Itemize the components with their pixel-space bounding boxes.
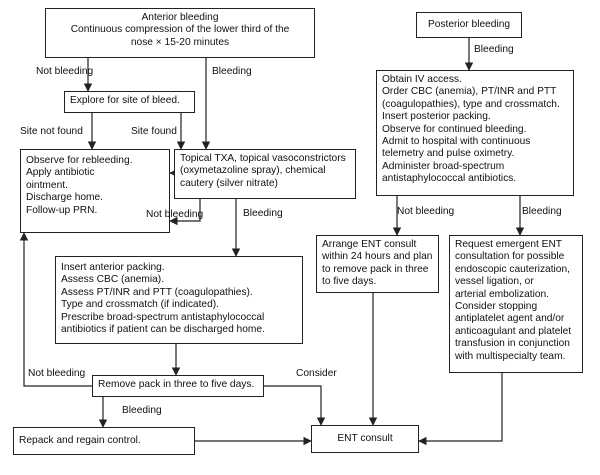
node-text-line: antistaphylococcal antibiotics. [382, 173, 517, 185]
node-text-line: with multispecialty team. [455, 350, 566, 362]
node-text-line: Admit to hospital with continuous [382, 136, 531, 148]
node-text-line: within 24 hours and plan [322, 251, 433, 263]
label-bleeding-remove: Bleeding [122, 405, 162, 416]
label-not-bleeding-topical: Not bleeding [146, 209, 204, 220]
node-text-line: Arrange ENT consult [322, 239, 417, 250]
node-text-line: Explore for site of bleed. [70, 95, 180, 106]
node-text-line: consultation for possible [455, 251, 565, 263]
node-text-line: arterial embolization. [455, 288, 549, 300]
node-text-line: Topical TXA, topical vasoconstrictors [180, 153, 346, 164]
node-text-line: Observe for rebleeding. [26, 155, 133, 166]
node-text-line: to five days. [322, 276, 377, 288]
label-not-bleeding-anterior: Not bleeding [36, 66, 94, 77]
node-text-line: nose × 15-20 minutes [130, 36, 230, 48]
node-remove-pack: Remove pack in three to five days. [92, 375, 264, 397]
node-text-line: endoscopic cauterization, [455, 263, 570, 275]
node-text-line: Prescribe broad-spectrum antistaphylococ… [61, 311, 265, 323]
label-bleeding-posterior: Bleeding [474, 44, 514, 55]
node-text-line: Obtain IV access. [382, 74, 462, 85]
node-text-line: Administer broad-spectrum [382, 160, 505, 172]
node-text-line: ENT consult [337, 433, 393, 444]
node-posterior-bleeding: Posterior bleeding [416, 12, 522, 38]
label-site-found: Site found [131, 126, 177, 137]
node-text-line: (oxymetazoline spray), chemical [180, 165, 326, 177]
edge-request-to-ent [418, 373, 503, 446]
node-text-line: Order CBC (anemia), PT/INR and PTT [382, 86, 557, 98]
node-text-line: Posterior bleeding [427, 19, 511, 30]
edge-remove-to-observe [19, 232, 92, 387]
node-text-line: Type and crossmatch (if indicated). [61, 299, 219, 311]
node-text-line: antibiotics if patient can be discharged… [61, 324, 265, 336]
node-topical-txa: Topical TXA, topical vasoconstrictors(ox… [174, 149, 356, 199]
node-text-line: Anterior bleeding [141, 12, 219, 23]
node-repack: Repack and regain control. [13, 427, 195, 455]
node-text-line: cautery (silver nitrate) [180, 177, 278, 189]
edge-topical-not-bleeding-to-observe [169, 199, 201, 226]
label-bleeding-topical: Bleeding [243, 208, 283, 219]
node-text-line: Apply antibiotic [26, 167, 95, 179]
node-text-line: anticoagulant and platelet [455, 325, 572, 337]
label-consider: Consider [296, 368, 337, 379]
node-text-line: telemetry and pulse oximetry. [382, 148, 515, 160]
label-not-bleeding-iv: Not bleeding [397, 206, 455, 217]
node-text-line: Assess CBC (anemia). [61, 274, 165, 286]
node-text-line: (coagulopathies), type and crossmatch. [382, 98, 560, 110]
node-text-line: Repack and regain control. [19, 435, 141, 446]
label-bleeding-anterior: Bleeding [212, 66, 252, 77]
node-text-line: Request emergent ENT [455, 239, 563, 250]
node-text-line: Insert anterior packing. [61, 262, 165, 273]
node-obtain-iv: Obtain IV access.Order CBC (anemia), PT/… [376, 70, 574, 196]
node-text-line: antiplatelet agent and/or [455, 313, 565, 325]
node-text-line: Observe for continued bleeding. [382, 123, 527, 135]
node-text-line: ointment. [26, 179, 68, 191]
node-text-line: Discharge home. [26, 192, 104, 204]
node-ent-consult: ENT consult [311, 425, 419, 453]
label-site-not-found: Site not found [20, 126, 83, 137]
node-anterior-packing: Insert anterior packing.Assess CBC (anem… [55, 256, 303, 344]
label-bleeding-iv: Bleeding [522, 206, 562, 217]
node-explore-site: Explore for site of bleed. [64, 91, 195, 113]
node-text-line: to remove pack in three [322, 263, 429, 275]
edge-remove-to-ent [264, 385, 326, 426]
node-text-line: Assess PT/INR and PTT (coagulopathies). [61, 286, 253, 298]
node-text-line: Consider stopping [455, 301, 538, 313]
node-text-line: Continuous compression of the lower thir… [70, 24, 290, 36]
node-text-line: Remove pack in three to five days. [98, 379, 255, 390]
node-text-line: Insert posterior packing. [382, 111, 491, 123]
label-not-bleeding-remove: Not bleeding [28, 368, 86, 379]
node-text-line: vessel ligation, or [455, 276, 534, 288]
node-text-line: Follow-up PRN. [26, 204, 98, 216]
node-text-line: transfusion in conjunction [455, 338, 570, 350]
